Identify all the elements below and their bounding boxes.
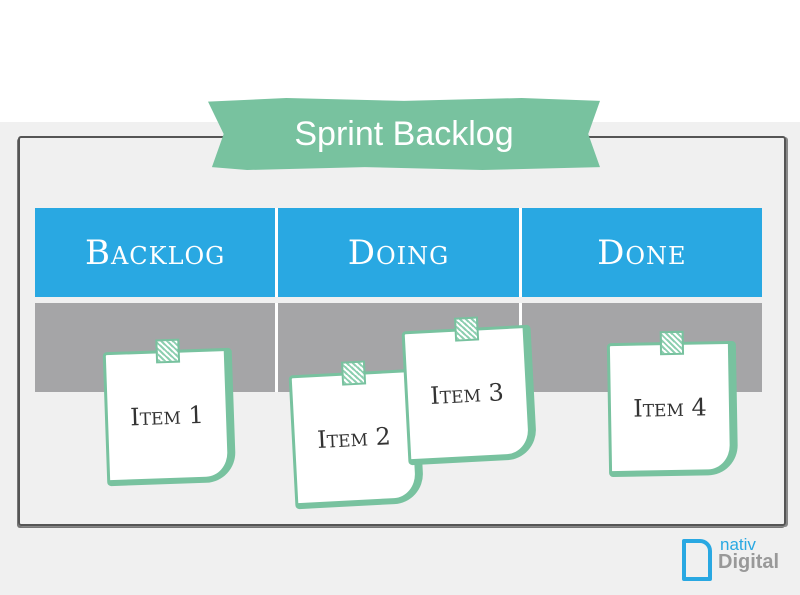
logo-text-2: Digital <box>718 551 780 573</box>
column-header-backlog: Backlog <box>35 208 279 297</box>
note-label: Item 1 <box>129 400 205 431</box>
column-header-done: Done <box>521 208 762 297</box>
note-label: Item 2 <box>316 421 392 454</box>
tape-icon <box>453 316 480 342</box>
note-label: Item 4 <box>632 392 707 423</box>
logo-mark-icon <box>682 539 712 581</box>
title-banner: Sprint Backlog <box>208 98 600 170</box>
tape-icon <box>659 330 685 356</box>
column-header-doing: Doing <box>278 208 522 297</box>
tape-icon <box>340 360 367 386</box>
tape-icon <box>155 338 181 364</box>
sticky-note-1[interactable]: Item 1 <box>102 338 237 487</box>
sticky-note-3[interactable]: Item 3 <box>401 316 538 466</box>
nativ-digital-logo: nativ Digital <box>680 533 790 583</box>
note-label: Item 3 <box>429 377 505 410</box>
sticky-note-4[interactable]: Item 4 <box>606 330 739 478</box>
logo-text-1: nativ <box>720 535 756 554</box>
